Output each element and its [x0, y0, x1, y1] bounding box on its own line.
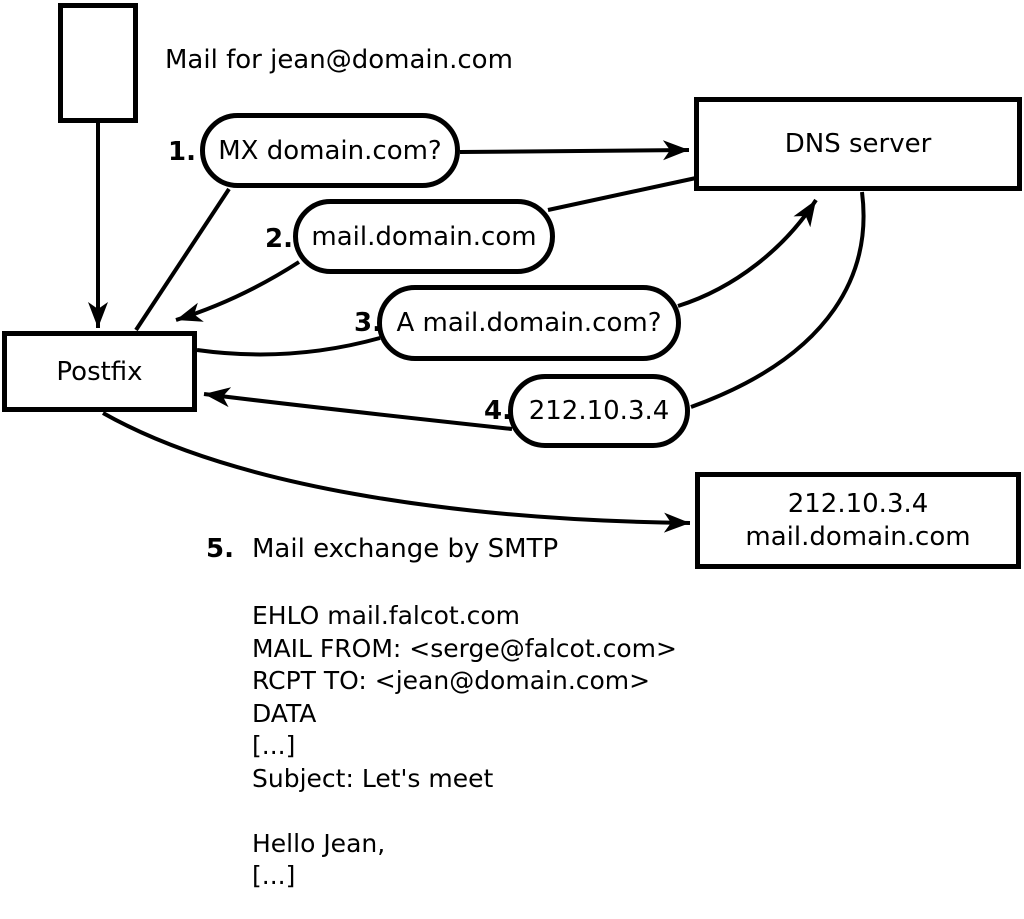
a-answer-bubble: 212.10.3.4 — [508, 374, 690, 448]
arrow-postfix-to-mailserver-smtp — [102, 411, 691, 533]
step-5-label: Mail exchange by SMTP — [252, 534, 559, 564]
smtp-transcript: EHLO mail.falcot.com MAIL FROM: <serge@f… — [252, 601, 677, 890]
destination-mailserver-box: 212.10.3.4 mail.domain.com — [695, 472, 1021, 569]
arrow-mx-answer-to-postfix — [175, 260, 301, 322]
mx-answer-label: mail.domain.com — [311, 221, 537, 252]
destination-ip-label: 212.10.3.4 — [787, 488, 929, 519]
arrow-mx-query-to-dns — [459, 140, 690, 161]
step-2-number: 2. — [265, 224, 293, 254]
mx-answer-bubble: mail.domain.com — [293, 199, 555, 274]
mx-query-bubble: MX domain.com? — [200, 113, 460, 188]
arrow-a-query-to-dns — [677, 198, 818, 308]
a-query-bubble: A mail.domain.com? — [377, 285, 681, 361]
destination-hostname-label: mail.domain.com — [745, 521, 971, 552]
mx-query-label: MX domain.com? — [218, 135, 442, 166]
line-dns-to-a-answer — [690, 191, 866, 409]
dns-server-box: DNS server — [694, 97, 1022, 191]
line-postfix-to-mx-query — [134, 187, 231, 332]
step-5-number: 5. — [206, 534, 234, 564]
postfix-box: Postfix — [2, 331, 197, 412]
line-postfix-to-a-query — [196, 336, 381, 357]
step-1-number: 1. — [168, 137, 196, 167]
line-dns-to-mx-answer — [547, 176, 697, 212]
arrow-a-answer-to-postfix — [203, 387, 513, 431]
mail-note-label: Mail for jean@domain.com — [165, 45, 513, 75]
a-query-label: A mail.domain.com? — [396, 308, 662, 338]
mail-envelope-shape — [58, 3, 138, 123]
dns-server-label: DNS server — [784, 129, 932, 159]
a-answer-label: 212.10.3.4 — [528, 396, 670, 426]
postfix-label: Postfix — [56, 356, 143, 387]
step-4-number: 4. — [484, 396, 512, 426]
